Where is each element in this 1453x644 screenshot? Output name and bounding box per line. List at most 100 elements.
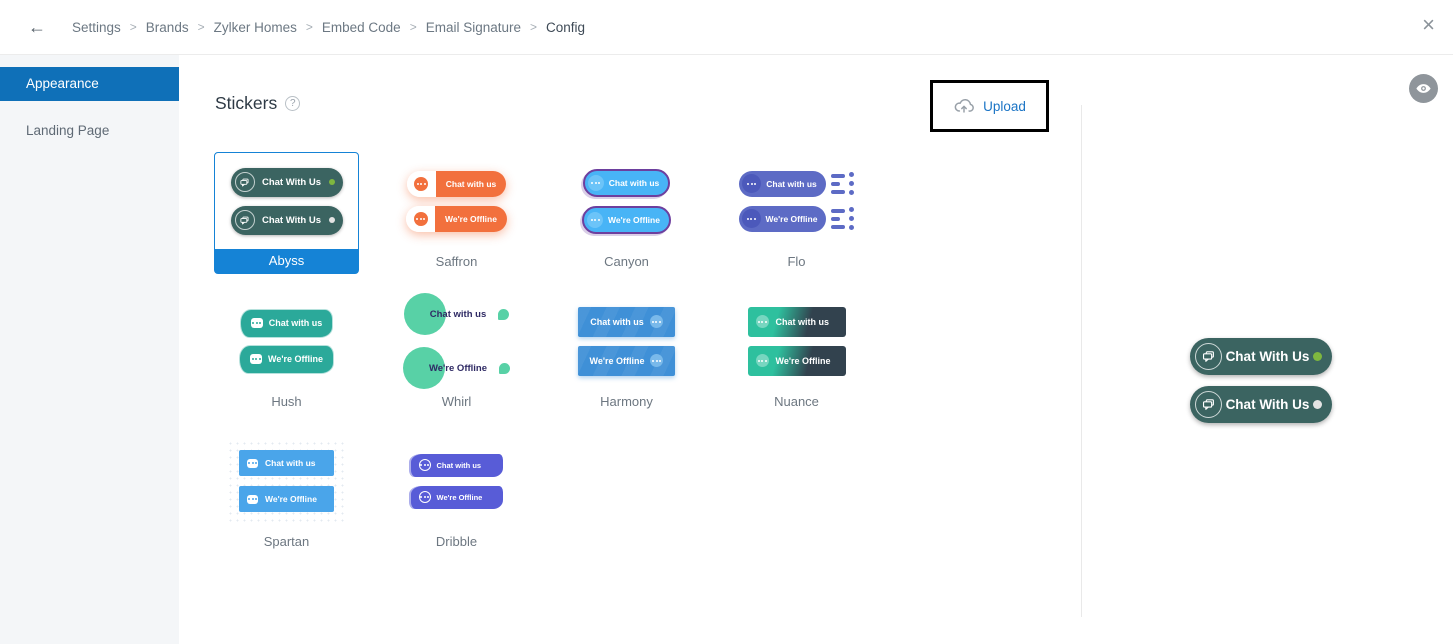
sticker-option-flo[interactable]: Chat with us We're Offline	[724, 152, 869, 274]
sidebar-item-landing-page[interactable]: Landing Page	[26, 123, 110, 138]
sticker-option-nuance[interactable]: Chat with us We're Offline Nuance	[724, 292, 869, 414]
double-chat-icon	[234, 172, 255, 192]
sticker-chip-label: We're Offline	[435, 205, 507, 232]
upload-button[interactable]: Upload	[930, 80, 1049, 132]
sticker-name: Flo	[787, 254, 806, 269]
sticker-name: Whirl	[441, 394, 472, 409]
back-arrow-icon[interactable]: ←	[28, 16, 46, 37]
sticker-chip-online: Chat with us	[582, 168, 671, 197]
preview-eye-button[interactable]	[1409, 74, 1438, 103]
sticker-chip-label: We're Offline	[775, 355, 831, 366]
sticker-chip-online: Chat with us	[406, 170, 507, 197]
sticker-name-selected: Abyss	[215, 249, 358, 273]
eye-icon	[1416, 84, 1431, 93]
chat-bubble-icon	[650, 354, 664, 367]
sticker-chip-label: Chat with us	[608, 177, 660, 188]
breadcrumb-brands[interactable]: Brands	[145, 19, 189, 35]
chat-bubble-icon	[742, 174, 762, 193]
sticker-option-harmony[interactable]: Chat with us We're Offline Harmony	[554, 292, 699, 414]
chat-bubble-icon	[413, 211, 428, 226]
sticker-chip-offline: We're Offline	[578, 345, 675, 376]
sticker-chip-offline: We're Offline	[240, 345, 333, 373]
sticker-chip-offline: We're Offline	[239, 486, 334, 512]
chat-bubble-icon	[499, 362, 511, 374]
double-chat-icon	[1195, 343, 1222, 370]
top-bar: ← Settings > Brands > Zylker Homes > Emb…	[0, 0, 1453, 55]
dotted-background: Chat with us We're Offline	[227, 440, 346, 522]
offline-status-dot	[328, 217, 335, 223]
sticker-option-spartan[interactable]: Chat with us We're Offline Spartan	[214, 432, 359, 554]
sticker-chip-label: Chat With Us	[261, 176, 322, 188]
chat-bubble-icon	[649, 315, 663, 328]
breadcrumb-email-signature[interactable]: Email Signature	[425, 19, 522, 35]
speed-lines-decoration	[831, 207, 855, 230]
sticker-option-saffron[interactable]: Chat with us We're Offline Saffron	[384, 152, 529, 274]
sticker-chip-label: We're Offline	[765, 213, 818, 224]
sticker-name: Canyon	[604, 254, 649, 269]
sticker-name: Dribble	[435, 534, 478, 549]
double-chat-icon	[234, 210, 255, 230]
sticker-chip-label: Chat with us	[265, 458, 316, 468]
sticker-chip-offline: We're Offline	[747, 345, 846, 376]
breadcrumb-separator: >	[530, 20, 538, 34]
cloud-upload-icon	[954, 99, 975, 113]
help-icon[interactable]: ?	[285, 96, 301, 111]
breadcrumb-separator: >	[409, 20, 417, 34]
sticker-name: Spartan	[263, 534, 310, 549]
preview-chat-button-online[interactable]: Chat With Us	[1190, 338, 1332, 375]
sticker-chip-label: Chat with us	[268, 318, 323, 328]
page-title: Stickers	[215, 93, 278, 113]
sticker-chip-label: We're Offline	[589, 355, 645, 366]
sticker-chip-label: We're Offline	[436, 492, 483, 502]
sticker-chip-offline: We're Offline	[582, 205, 671, 234]
sticker-chip-online: Chat with us	[739, 170, 854, 197]
sticker-chip-label: Chat with us	[435, 170, 507, 197]
chat-square-icon	[250, 318, 263, 328]
chat-square-icon	[247, 458, 258, 468]
sticker-grid: Chat With Us Chat With Us	[214, 152, 869, 554]
main-panel: Stickers ? Upload	[179, 55, 1453, 644]
sticker-chip-online: Chat with us	[578, 306, 675, 337]
sticker-chip-label: We're Offline	[608, 214, 660, 225]
preview-chat-button-offline[interactable]: Chat With Us	[1190, 386, 1332, 423]
upload-button-label: Upload	[983, 98, 1026, 114]
offline-status-dot	[1313, 400, 1322, 409]
close-icon[interactable]: ×	[1422, 12, 1435, 37]
chat-bubble-icon	[418, 491, 431, 503]
breadcrumb-settings[interactable]: Settings	[72, 19, 121, 35]
chat-bubble-icon	[587, 174, 604, 191]
sticker-chip-label: We're Offline	[268, 354, 323, 364]
sticker-option-hush[interactable]: Chat with us We're Offline Hush	[214, 292, 359, 414]
sticker-name: Harmony	[600, 394, 653, 409]
sticker-option-canyon[interactable]: Chat with us We're Offline Canyon	[554, 152, 699, 274]
circle-decoration	[403, 293, 446, 335]
breadcrumb-embed-code[interactable]: Embed Code	[321, 19, 401, 35]
sticker-chip-label: Chat with us	[766, 178, 817, 189]
preview-button-label: Chat With Us	[1225, 349, 1310, 364]
sticker-chip-label: Chat with us	[429, 308, 487, 320]
sticker-chip-online: Chat with us	[747, 306, 846, 337]
sticker-option-whirl[interactable]: Chat with us We're Offline Whirl	[384, 292, 529, 414]
speed-lines-decoration	[830, 172, 854, 195]
chat-bubble-icon	[414, 176, 429, 191]
sticker-chip-online: Chat with us	[239, 450, 334, 476]
breadcrumb-config: Config	[546, 19, 586, 35]
sticker-chip-offline: We're Offline	[402, 347, 511, 389]
sticker-option-abyss[interactable]: Chat With Us Chat With Us	[214, 152, 359, 274]
sticker-chip-online: Chat with us	[240, 309, 333, 337]
sticker-chip-label: We're Offline	[428, 362, 488, 374]
sticker-chip-label: Chat with us	[590, 316, 644, 327]
sticker-chip-label: We're Offline	[265, 494, 317, 504]
sticker-chip-label: Chat with us	[775, 316, 830, 327]
sticker-option-dribble[interactable]: Chat with us We're Offline Dribble	[384, 432, 529, 554]
circle-decoration	[402, 347, 445, 389]
sticker-chip-online: Chat with us	[410, 453, 503, 477]
online-status-dot	[328, 179, 335, 185]
breadcrumb-zylker-homes[interactable]: Zylker Homes	[213, 19, 297, 35]
sticker-chip-offline: Chat With Us	[230, 205, 343, 235]
sticker-chip-online: Chat With Us	[230, 167, 343, 197]
sidebar-item-appearance[interactable]: Appearance	[0, 67, 179, 101]
chat-bubble-icon	[418, 459, 431, 471]
panel-divider	[1081, 105, 1082, 617]
